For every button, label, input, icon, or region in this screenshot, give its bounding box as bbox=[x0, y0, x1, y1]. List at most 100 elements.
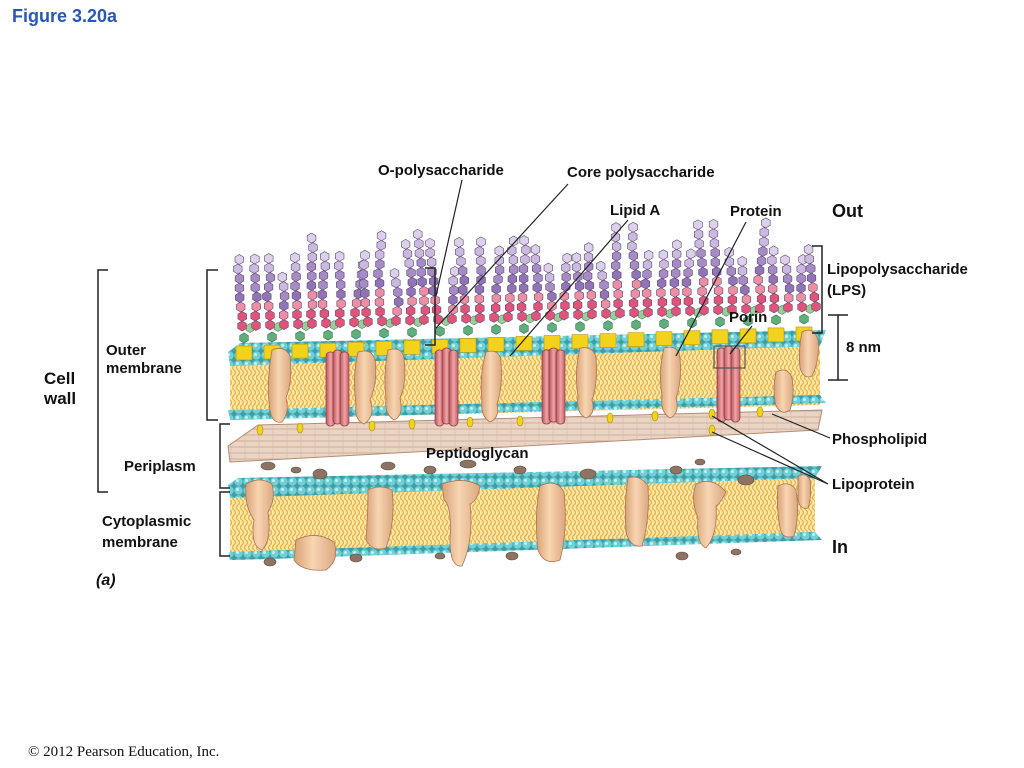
lps-sugar-unit bbox=[643, 249, 654, 261]
lps-sugar-unit bbox=[375, 287, 385, 299]
lps-sugar-unit bbox=[507, 283, 517, 294]
core-sugar bbox=[547, 322, 557, 333]
lps-sugar-unit bbox=[375, 258, 385, 270]
lps-sugar-unit bbox=[431, 304, 442, 316]
lps-sugar-unit bbox=[573, 309, 583, 320]
lps-sugar-unit bbox=[263, 300, 274, 312]
lps-sugar-unit bbox=[292, 309, 302, 320]
lps-sugar-unit bbox=[476, 255, 486, 267]
lipoprotein-leader-2 bbox=[711, 431, 829, 485]
periplasm-bracket bbox=[219, 423, 230, 489]
lps-sugar-unit bbox=[584, 242, 594, 253]
cytoplasmic-bracket bbox=[219, 491, 230, 557]
lps-sugar-unit bbox=[796, 263, 806, 275]
lps-sugar-unit bbox=[392, 305, 402, 317]
core-sugar bbox=[771, 314, 781, 326]
lps-sugar-unit bbox=[726, 265, 737, 277]
core-sugar bbox=[743, 315, 753, 327]
lipid-a-unit bbox=[403, 339, 421, 355]
lps-sugar-unit bbox=[234, 254, 244, 265]
label-out: Out bbox=[832, 201, 863, 221]
core-sugar bbox=[323, 329, 333, 341]
protein bbox=[773, 369, 794, 413]
lps-sugar-unit bbox=[657, 296, 668, 308]
lps-sugar-unit bbox=[530, 253, 541, 265]
lps-sugar-unit bbox=[672, 239, 682, 251]
lps-sugar-unit bbox=[416, 266, 426, 278]
lps-sugar-unit bbox=[279, 281, 289, 292]
lps-sugar-unit bbox=[754, 265, 765, 276]
lps-sugar-unit bbox=[761, 217, 771, 229]
lps-sugar-unit bbox=[290, 261, 301, 273]
lps-sugar-unit bbox=[414, 238, 424, 250]
lps-sugar-unit bbox=[782, 273, 793, 285]
lps-sugar-unit bbox=[251, 301, 261, 312]
core-sugar bbox=[659, 318, 669, 330]
lps-sugar-unit bbox=[659, 258, 669, 270]
lps-sugar-unit bbox=[402, 248, 413, 260]
lps-sugar-unit bbox=[753, 274, 763, 286]
lps-sugar-unit bbox=[293, 318, 303, 330]
lps-sugar-unit bbox=[363, 316, 373, 328]
lps-sugar-unit bbox=[797, 301, 807, 313]
outer-membrane-bracket bbox=[206, 269, 218, 421]
core-sugar bbox=[463, 325, 473, 336]
lps-sugar-unit bbox=[784, 292, 794, 304]
lps-sugar-unit bbox=[491, 293, 502, 304]
lps-sugar-unit bbox=[235, 292, 245, 303]
lps-sugar-unit bbox=[694, 238, 704, 250]
lps-sugar-unit bbox=[629, 307, 639, 319]
lipid-a-unit bbox=[711, 329, 729, 345]
lps-sugar-unit bbox=[685, 305, 695, 317]
lps-sugar-unit bbox=[360, 287, 370, 299]
lps-sugar-unit bbox=[359, 278, 369, 290]
lps-sugar-unit bbox=[413, 228, 423, 240]
figure-title: Figure 3.20a bbox=[12, 6, 118, 26]
lps-sugar-unit bbox=[358, 268, 368, 280]
lps-sugar-unit bbox=[250, 253, 260, 265]
lps-sugar-unit bbox=[491, 283, 501, 295]
protein bbox=[384, 348, 406, 421]
lps-sugar-unit bbox=[503, 311, 513, 323]
lps-sugar-unit bbox=[419, 295, 429, 307]
lps-sugar-unit bbox=[587, 308, 597, 320]
lps-sugar-unit bbox=[769, 302, 779, 314]
lps-sugar-unit bbox=[476, 236, 486, 248]
lipid-a-unit bbox=[683, 330, 701, 346]
lps-sugar-unit bbox=[713, 294, 724, 306]
lps-sugar-unit bbox=[561, 271, 571, 283]
lipid-a-unit bbox=[291, 343, 309, 359]
lps-sugar-unit bbox=[307, 270, 317, 282]
porin bbox=[325, 349, 350, 427]
lps-sugar-unit bbox=[533, 291, 544, 303]
lps-sugar-unit bbox=[250, 282, 260, 293]
lps-sugar-unit bbox=[349, 316, 359, 328]
core-sugar bbox=[379, 327, 389, 339]
lps-sugar-unit bbox=[426, 256, 437, 268]
lps-bracket bbox=[812, 245, 823, 334]
lps-sugar-unit bbox=[561, 281, 571, 292]
lps-sugar-unit bbox=[236, 301, 246, 313]
lps-sugar-unit bbox=[544, 272, 555, 283]
lps-sugar-unit bbox=[708, 218, 719, 230]
lps-sugar-unit bbox=[628, 250, 639, 262]
lps-sugar-unit bbox=[696, 247, 706, 259]
lps-sugar-unit bbox=[756, 255, 767, 267]
lps-sugar-unit bbox=[450, 266, 460, 277]
lps-sugar-unit bbox=[361, 306, 371, 318]
lps-sugar-unit bbox=[493, 274, 503, 285]
lps-sugar-unit bbox=[350, 307, 360, 319]
lps-sugar-unit bbox=[459, 275, 470, 286]
lps-sugar-unit bbox=[682, 286, 692, 298]
lps-sugar-unit bbox=[709, 237, 720, 249]
lps-sugar-unit bbox=[671, 258, 682, 270]
lps-sugar-unit bbox=[629, 259, 640, 271]
lps-sugar-unit bbox=[290, 252, 300, 263]
lps-chains bbox=[233, 217, 821, 332]
lps-sugar-unit bbox=[476, 274, 486, 286]
lps-sugar-unit bbox=[573, 271, 583, 282]
lps-sugar-unit bbox=[531, 263, 542, 274]
lps-sugar-unit bbox=[376, 230, 387, 242]
lps-sugar-unit bbox=[420, 304, 431, 316]
lps-sugar-unit bbox=[741, 303, 751, 315]
